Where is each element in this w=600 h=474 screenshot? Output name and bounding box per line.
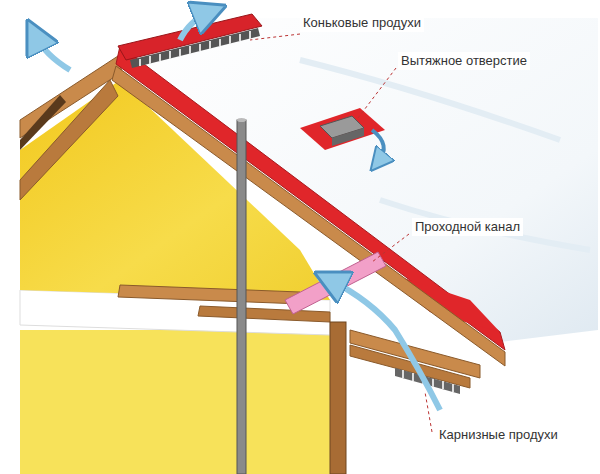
- leader-line: [358, 68, 396, 118]
- snow: [124, 18, 598, 342]
- vent-flashing: [300, 108, 385, 150]
- rafter: [20, 80, 118, 200]
- airflow-arrow: [372, 130, 384, 162]
- leader-line: [250, 34, 300, 40]
- fascia: [112, 66, 505, 366]
- exhaust-vent: [332, 128, 364, 146]
- rafter-shadow: [20, 95, 66, 150]
- roof-covering: [116, 46, 505, 350]
- leader-line: [372, 234, 409, 262]
- joist: [198, 306, 330, 322]
- airflow-arrow: [180, 12, 210, 40]
- wall-post: [330, 322, 346, 474]
- airflow-arrow: [330, 280, 440, 410]
- callout-label: Проходной канал: [412, 218, 523, 236]
- callout-label: Коньковые продухи: [300, 14, 424, 32]
- callout-label: Карнизные продухи: [436, 426, 561, 444]
- airflow-arrow: [35, 35, 70, 70]
- ridge-vent: [130, 28, 260, 68]
- vent-pipe: [237, 120, 246, 474]
- joist: [118, 285, 302, 304]
- callout-label: Вытяжное отверстие: [398, 52, 530, 70]
- ridge-vent-grille: [140, 31, 250, 66]
- vent-pipe: [237, 118, 246, 122]
- leader-line: [425, 392, 432, 432]
- room-wall: [20, 330, 335, 474]
